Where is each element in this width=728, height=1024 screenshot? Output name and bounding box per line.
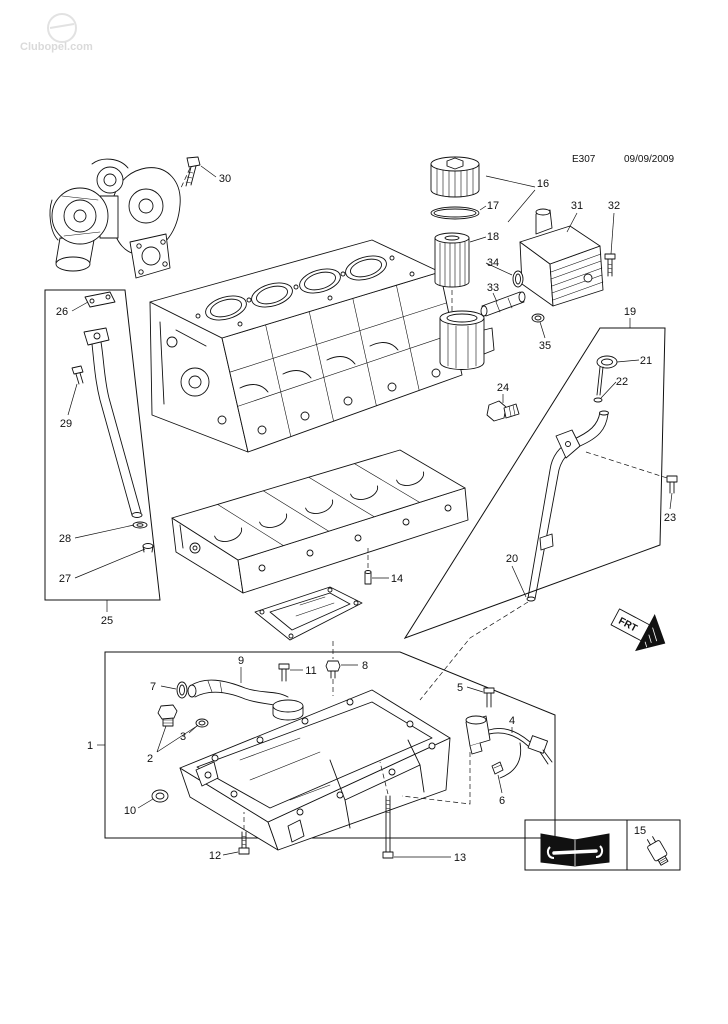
cooler-seal [531,313,545,323]
watermark-text: Clubopel.com [20,41,93,53]
watermark-logo: Clubopel.com [20,13,93,53]
crankcase-bedplate [171,449,469,594]
oil-pipe-gasket [84,291,116,308]
callout-16: 16 [537,178,549,190]
callout-3: 3 [180,731,186,743]
dipstick-kit-box [403,327,666,639]
pan-bolt [238,831,250,855]
tube-bolt [666,475,678,494]
pan-plug [325,660,341,679]
cylinder-block [149,239,495,453]
callout-34: 34 [487,257,499,269]
callout-12: 12 [209,850,221,862]
callout-22: 22 [616,376,628,388]
oil-pan-gasket [254,586,363,641]
oil-pan-kit-box [104,651,556,839]
pipe-washer [132,521,148,529]
callout-35: 35 [539,340,551,352]
callout-33: 33 [487,282,499,294]
callout-32: 32 [608,200,620,212]
callout-21: 21 [640,355,652,367]
callout-17: 17 [487,200,499,212]
dipstick [596,355,618,396]
callout-6: 6 [499,795,505,807]
turbocharger [49,158,181,279]
callout-7: 7 [150,681,156,693]
callout-18: 18 [487,231,499,243]
callout-29: 29 [60,418,72,430]
drain-washer [195,718,209,728]
oil-cooler-bolt [604,253,616,277]
dipstick-o-ring [593,397,603,403]
callout-19: 19 [624,306,636,318]
oil-filter-housing [439,310,495,370]
turbo-bolt [185,156,201,187]
drain-seal [151,789,169,803]
callout-13: 13 [454,852,466,864]
oil-filter-element [434,232,470,288]
leader-lines [67,165,673,858]
oil-pressure-sensor [486,400,520,422]
callout-8: 8 [362,660,368,672]
pipe-seal [142,543,154,553]
manual-reference-icon [540,833,610,867]
callout-31: 31 [571,200,583,212]
callouts: 1 2 3 4 5 6 7 8 9 10 11 12 13 14 15 16 1… [56,173,676,864]
sensor-bolt [483,687,495,708]
callout-28: 28 [59,533,71,545]
oil-filter-cap [430,156,480,198]
oil-return-pipe-kit-box [44,289,161,601]
callout-26: 26 [56,306,68,318]
callout-30: 30 [219,173,231,185]
callout-2: 2 [147,753,153,765]
wire-clip [491,761,504,775]
assembly-lines [179,167,668,830]
long-pan-bolt [382,795,394,859]
oil-level-sensor [465,715,553,779]
callout-1: 1 [87,740,93,752]
callout-9: 9 [238,655,244,667]
dowel-pin [364,570,372,585]
pipe-bolt [71,365,84,385]
oil-pickup-pipe [187,679,304,721]
cooler-seal-ring [512,270,524,288]
pickup-bolt [278,663,290,682]
callout-10: 10 [124,805,136,817]
callout-14: 14 [391,573,403,585]
callout-4: 4 [509,715,515,727]
oil-return-pipe [83,327,143,518]
drain-plug [157,704,178,727]
dipstick-tube [526,410,609,602]
callout-20: 20 [506,553,518,565]
oil-cooler [519,208,604,307]
callout-15: 15 [634,825,646,837]
diagram-date: 09/09/2009 [624,154,674,165]
callout-23: 23 [664,512,676,524]
oil-pan [179,689,451,851]
front-direction-arrow: FRT [610,608,666,652]
cooler-connector-pipe [480,291,526,317]
callout-27: 27 [59,573,71,585]
diagram-code: E307 [572,154,596,165]
callout-5: 5 [457,682,463,694]
pickup-o-ring [176,681,188,699]
callout-24: 24 [497,382,509,394]
legend-box [524,819,681,871]
callout-25: 25 [101,615,113,627]
callout-11: 11 [305,665,316,677]
filter-cap-seal [430,206,480,220]
part-15-icon [646,836,669,866]
